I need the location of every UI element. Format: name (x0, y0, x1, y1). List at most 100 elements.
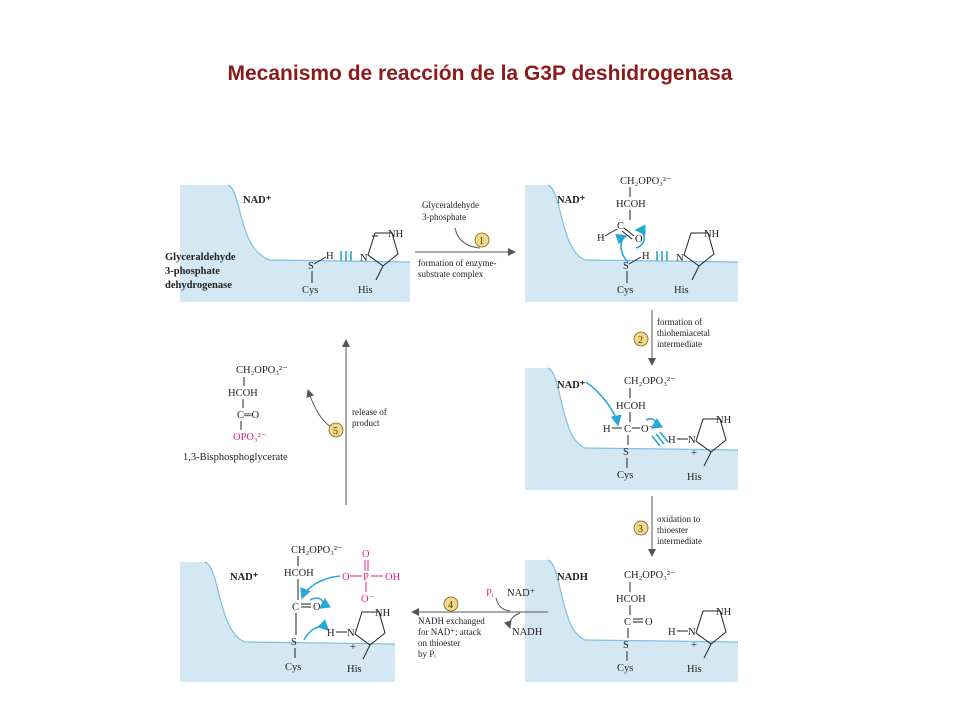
carbonyl-c-label-5: C (292, 602, 299, 613)
plus-charge-3: + (691, 448, 697, 459)
cys-label-2: Cys (617, 285, 633, 296)
panel-thiohemiacetal: NAD⁺ CH₂OPO₃²⁻ HCOH H C O⁻ S Cys H N NH … (525, 367, 739, 490)
panel-phosphorolysis: NAD⁺ CH₂OPO₃²⁻ HCOH C O O P OH O O⁻ S Cy… (180, 545, 401, 682)
hemiacetal-c-label-3: C (624, 424, 631, 435)
hydrogen-label-2: H (642, 251, 650, 262)
plus-charge-4: + (691, 640, 697, 651)
hcoh-label-2: HCOH (616, 199, 646, 210)
product-name-label: 1,3-Bisphosphoglycerate (183, 452, 288, 463)
product-hcoh-label: HCOH (228, 388, 258, 399)
step-4-number: 4 (448, 600, 453, 611)
step-1-text-2: substrate complex (418, 269, 484, 279)
step-2-text-1: formation of (657, 317, 702, 327)
ch2opo3-label-4: CH₂OPO₃²⁻ (624, 570, 676, 581)
imidazole-nh-label: NH (388, 229, 404, 240)
nad-plus-label-3: NAD⁺ (557, 380, 586, 391)
step-2-text-2: thiohemiacetal (657, 328, 710, 338)
pi-label-4: Pᵢ (486, 588, 494, 599)
phosphate-o-bottom-label-5: O⁻ (361, 594, 375, 605)
hydrogen-label: H (326, 251, 334, 262)
substrate-line-2: 3-phosphate (422, 212, 466, 222)
his-h-label-5: H (327, 628, 335, 639)
nadh-out-label-4: NADH (512, 627, 543, 638)
enzyme-name-line-3: dehydrogenase (165, 280, 232, 291)
step-2-text-3: intermediate (657, 339, 702, 349)
substrate-line-1: Glyceraldehyde (422, 200, 479, 210)
plus-charge-5: + (350, 642, 356, 653)
step-5-number: 5 (333, 426, 338, 437)
page-title: Mecanismo de reacción de la G3P deshidro… (227, 62, 733, 85)
his-h-label-4: H (668, 627, 676, 638)
phosphate-o-link-label-5: O (342, 572, 350, 583)
step-3-number: 3 (638, 524, 643, 535)
cys-label-4: Cys (617, 663, 633, 674)
his-label-2: His (674, 285, 689, 296)
nad-plus-label-2: NAD⁺ (557, 195, 586, 206)
ch2opo3-label-2: CH₂OPO₃²⁻ (620, 176, 672, 187)
imidazole-nh-label-4: NH (716, 607, 732, 618)
imidazole-nh-label-3: NH (716, 415, 732, 426)
sulfur-label: S (308, 261, 314, 272)
nad-plus-label-5: NAD⁺ (230, 572, 259, 583)
step-4-text-4: by Pᵢ (418, 649, 436, 659)
sulfur-label-3: S (623, 447, 629, 458)
nad-plus-label: NAD⁺ (243, 195, 272, 206)
step-4-text-2: for NAD⁺; attack (418, 627, 482, 637)
product-structure: CH₂OPO₃²⁻ HCOH C═O OPO₃²⁻ 1,3-Bisphospho… (183, 365, 288, 463)
carbonyl-o-label-2: O (635, 234, 643, 245)
sulfur-label-5: S (291, 637, 297, 648)
hcoh-label-4: HCOH (616, 594, 646, 605)
step-5-text-2: product (352, 418, 380, 428)
panel-enzyme: NAD⁺ Glyceraldehyde 3-phosphate dehydrog… (165, 184, 411, 302)
his-label-4: His (687, 664, 702, 675)
phosphate-o-top-label-5: O (362, 549, 370, 560)
thioester-o-label-4: O (645, 617, 653, 628)
thioester-c-label-4: C (624, 617, 631, 628)
carbonyl-o-label-5: O (313, 602, 321, 613)
step-5: 5 release of product (306, 339, 387, 505)
step-4-text-1: NADH exchanged (418, 616, 485, 626)
imidazole-n-label-5: N (347, 628, 355, 639)
cys-label-5: Cys (285, 662, 301, 673)
step-2-number: 2 (638, 335, 643, 346)
cys-label: Cys (302, 285, 318, 296)
carbonyl-c-label-2: C (617, 221, 624, 232)
product-ch2opo3-label: CH₂OPO₃²⁻ (236, 365, 288, 376)
imidazole-nh-label-5: NH (375, 608, 391, 619)
step-3: 3 oxidation to thioester intermediate (633, 496, 702, 557)
step-3-text-3: intermediate (657, 536, 702, 546)
step-1: Glyceraldehyde 3-phosphate 1 formation o… (415, 200, 516, 279)
imidazole-n-label-2: N (676, 253, 684, 264)
his-h-label-3: H (668, 435, 676, 446)
panel-thioester: NADH CH₂OPO₃²⁻ HCOH C O S Cys H N NH + H… (525, 559, 739, 682)
enzyme-name-line-1: Glyceraldehyde (165, 252, 236, 263)
nadh-label-4: NADH (557, 572, 588, 583)
step-5-text-1: release of (352, 407, 387, 417)
hcoh-label-5: HCOH (284, 568, 314, 579)
step-4-text-3: on thioester (418, 638, 460, 648)
product-opo3-label: OPO₃²⁻ (233, 432, 267, 443)
ch2opo3-label-5: CH₂OPO₃²⁻ (291, 545, 343, 556)
step-3-text-2: thioester (657, 525, 688, 535)
his-label: His (358, 285, 373, 296)
step-1-number: 1 (479, 236, 484, 247)
imidazole-ring (367, 232, 399, 267)
aldehyde-h-label-2: H (597, 233, 605, 244)
step-3-text-1: oxidation to (657, 514, 701, 524)
step-1-text-1: formation of enzyme- (418, 258, 496, 268)
imidazole-n-label-3: N (688, 435, 696, 446)
hcoh-label-3: HCOH (616, 401, 646, 412)
step-2: 2 formation of thiohemiacetal intermedia… (633, 310, 710, 366)
enzyme-name-line-2: 3-phosphate (165, 266, 220, 277)
cys-label-3: Cys (617, 470, 633, 481)
his-label-3: His (687, 472, 702, 483)
phosphate-p-label-5: P (363, 572, 369, 583)
nad-plus-in-label-4: NAD⁺ (507, 588, 536, 599)
panel-enzyme-substrate: NAD⁺ CH₂OPO₃²⁻ HCOH C H O S H Cys N NH H… (525, 176, 739, 302)
product-carbonyl-label: C═O (237, 410, 259, 421)
ch2opo3-label-3: CH₂OPO₃²⁻ (624, 376, 676, 387)
alkoxide-label-3: O⁻ (641, 424, 655, 435)
hemiacetal-h-label-3: H (603, 424, 611, 435)
sulfur-label-2: S (623, 261, 629, 272)
